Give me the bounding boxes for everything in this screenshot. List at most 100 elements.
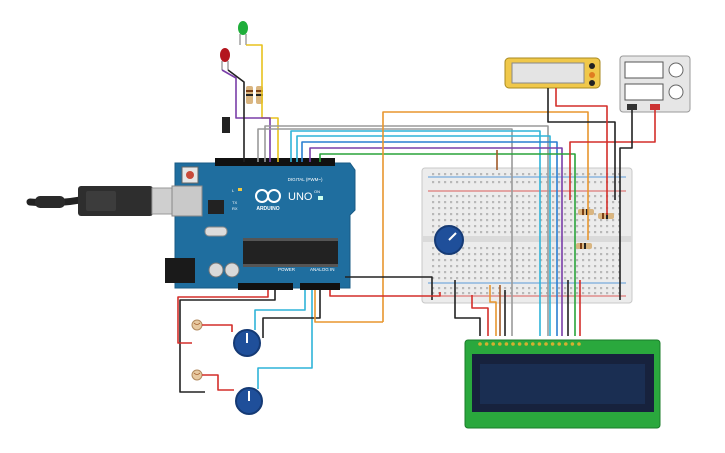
lcd-pin[interactable]: [550, 342, 555, 346]
breadboard-hole[interactable]: [510, 207, 513, 210]
breadboard-hole[interactable]: [558, 195, 561, 198]
breadboard-hole[interactable]: [558, 201, 561, 204]
breadboard-hole[interactable]: [552, 277, 555, 280]
breadboard-hole[interactable]: [438, 265, 441, 268]
breadboard-hole[interactable]: [474, 231, 477, 234]
breadboard-hole[interactable]: [552, 219, 555, 222]
breadboard-hole[interactable]: [474, 271, 477, 274]
breadboard-hole[interactable]: [522, 277, 525, 280]
breadboard-hole[interactable]: [522, 287, 525, 290]
breadboard-hole[interactable]: [450, 213, 453, 216]
breadboard-hole[interactable]: [462, 287, 465, 290]
breadboard-hole[interactable]: [498, 265, 501, 268]
breadboard-hole[interactable]: [492, 225, 495, 228]
breadboard-hole[interactable]: [498, 201, 501, 204]
breadboard-hole[interactable]: [456, 292, 459, 295]
digital-header[interactable]: [215, 158, 335, 166]
breadboard-hole[interactable]: [540, 259, 543, 262]
breadboard-hole[interactable]: [606, 292, 609, 295]
breadboard-hole[interactable]: [618, 259, 621, 262]
breadboard-hole[interactable]: [534, 277, 537, 280]
breadboard-hole[interactable]: [612, 231, 615, 234]
breadboard-hole[interactable]: [498, 181, 501, 184]
breadboard-hole[interactable]: [564, 247, 567, 250]
breadboard-hole[interactable]: [552, 231, 555, 234]
breadboard-hole[interactable]: [612, 277, 615, 280]
breadboard-hole[interactable]: [480, 247, 483, 250]
breadboard-hole[interactable]: [558, 271, 561, 274]
breadboard-hole[interactable]: [528, 181, 531, 184]
breadboard-hole[interactable]: [618, 277, 621, 280]
breadboard-hole[interactable]: [540, 213, 543, 216]
breadboard-hole[interactable]: [474, 259, 477, 262]
breadboard-hole[interactable]: [594, 259, 597, 262]
potentiometer-1[interactable]: [233, 329, 261, 357]
breadboard-hole[interactable]: [510, 277, 513, 280]
breadboard-hole[interactable]: [612, 292, 615, 295]
breadboard-hole[interactable]: [534, 259, 537, 262]
breadboard-hole[interactable]: [558, 219, 561, 222]
breadboard-hole[interactable]: [576, 181, 579, 184]
breadboard-hole[interactable]: [492, 292, 495, 295]
breadboard-hole[interactable]: [534, 181, 537, 184]
breadboard-hole[interactable]: [474, 213, 477, 216]
breadboard-hole[interactable]: [528, 195, 531, 198]
breadboard-hole[interactable]: [444, 201, 447, 204]
breadboard-hole[interactable]: [528, 201, 531, 204]
breadboard-hole[interactable]: [438, 271, 441, 274]
breadboard-hole[interactable]: [564, 181, 567, 184]
breadboard-hole[interactable]: [516, 265, 519, 268]
breadboard-hole[interactable]: [450, 181, 453, 184]
breadboard-hole[interactable]: [444, 259, 447, 262]
breadboard-hole[interactable]: [510, 195, 513, 198]
breadboard-hole[interactable]: [498, 195, 501, 198]
breadboard-hole[interactable]: [492, 253, 495, 256]
breadboard-hole[interactable]: [600, 271, 603, 274]
breadboard-hole[interactable]: [468, 292, 471, 295]
breadboard-hole[interactable]: [552, 265, 555, 268]
breadboard-hole[interactable]: [486, 277, 489, 280]
breadboard-hole[interactable]: [552, 259, 555, 262]
breadboard-hole[interactable]: [516, 219, 519, 222]
breadboard-hole[interactable]: [492, 181, 495, 184]
breadboard-hole[interactable]: [588, 277, 591, 280]
breadboard-hole[interactable]: [486, 259, 489, 262]
breadboard-hole[interactable]: [576, 201, 579, 204]
breadboard-hole[interactable]: [516, 195, 519, 198]
breadboard-hole[interactable]: [510, 231, 513, 234]
breadboard-hole[interactable]: [558, 277, 561, 280]
breadboard-hole[interactable]: [438, 287, 441, 290]
breadboard-hole[interactable]: [516, 292, 519, 295]
breadboard-hole[interactable]: [474, 173, 477, 176]
breadboard-hole[interactable]: [534, 201, 537, 204]
breadboard-hole[interactable]: [516, 247, 519, 250]
breadboard-hole[interactable]: [480, 207, 483, 210]
breadboard-hole[interactable]: [432, 271, 435, 274]
breadboard-hole[interactable]: [498, 247, 501, 250]
breadboard-hole[interactable]: [576, 173, 579, 176]
breadboard-hole[interactable]: [468, 201, 471, 204]
breadboard-hole[interactable]: [462, 225, 465, 228]
breadboard-hole[interactable]: [606, 259, 609, 262]
breadboard-hole[interactable]: [552, 271, 555, 274]
breadboard-hole[interactable]: [600, 259, 603, 262]
breadboard-hole[interactable]: [438, 207, 441, 210]
lcd-pin[interactable]: [478, 342, 482, 346]
breadboard-hole[interactable]: [486, 265, 489, 268]
lcd-pin[interactable]: [504, 342, 509, 346]
breadboard-hole[interactable]: [456, 207, 459, 210]
breadboard-hole[interactable]: [594, 213, 597, 216]
breadboard-hole[interactable]: [546, 213, 549, 216]
breadboard-hole[interactable]: [552, 173, 555, 176]
breadboard-hole[interactable]: [498, 271, 501, 274]
breadboard-hole[interactable]: [480, 173, 483, 176]
lcd-pin[interactable]: [537, 342, 542, 346]
breadboard-hole[interactable]: [612, 207, 615, 210]
breadboard-hole[interactable]: [618, 213, 621, 216]
breadboard[interactable]: [421, 167, 633, 304]
breadboard-hole[interactable]: [540, 181, 543, 184]
breadboard-hole[interactable]: [486, 181, 489, 184]
breadboard-hole[interactable]: [540, 173, 543, 176]
breadboard-hole[interactable]: [468, 259, 471, 262]
